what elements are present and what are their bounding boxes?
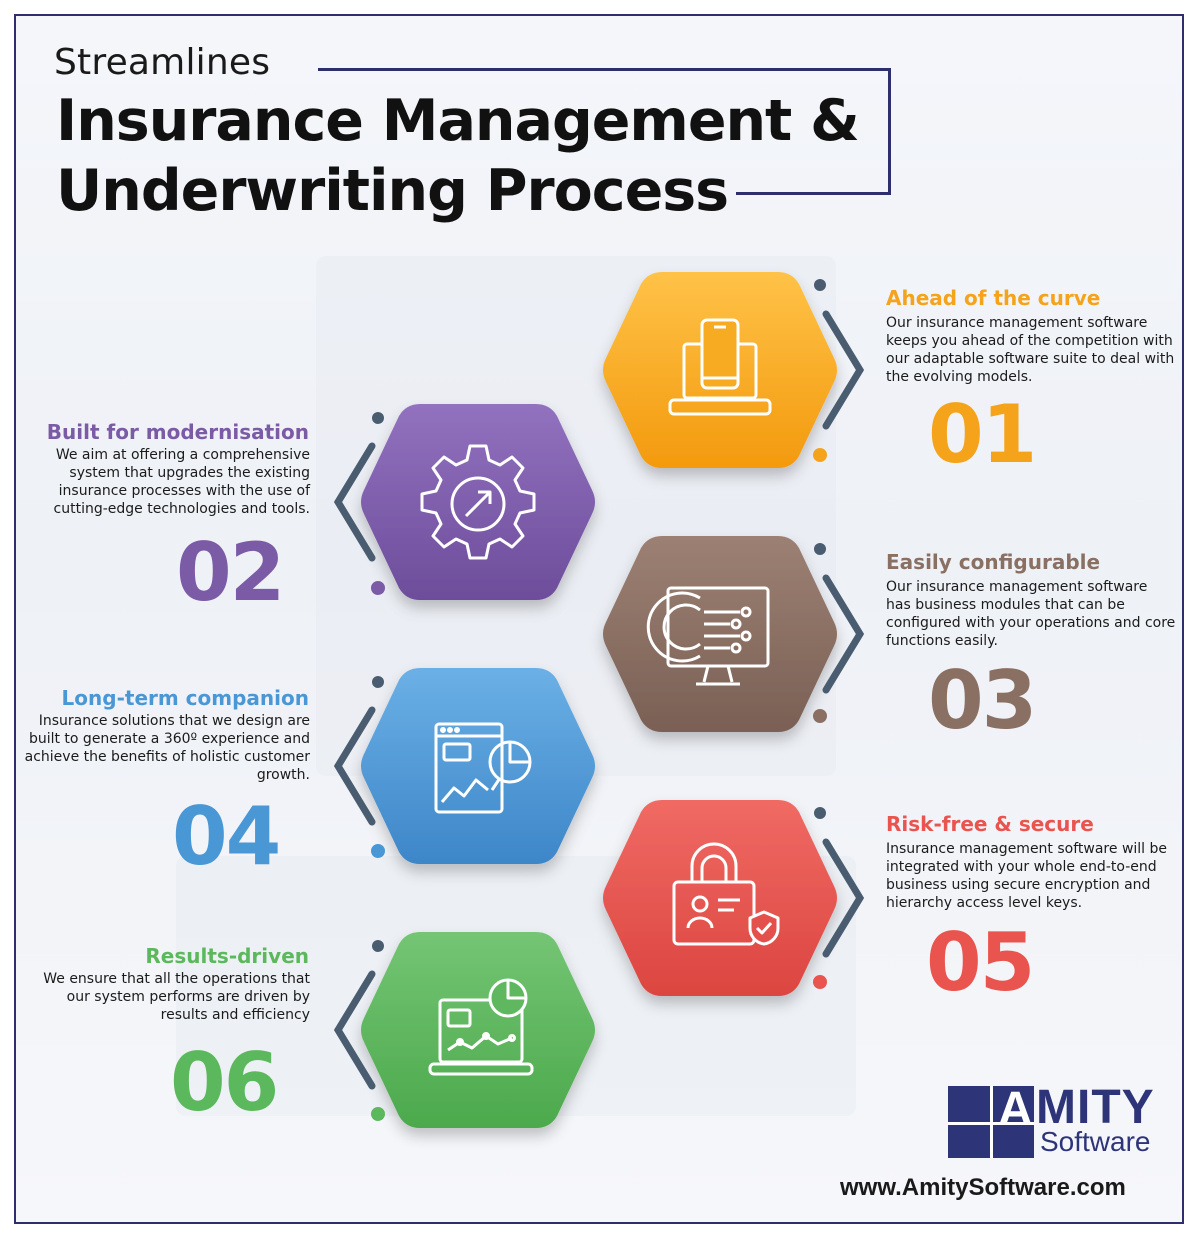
logo-letter-a: A xyxy=(998,1083,1033,1136)
subtitle: Streamlines xyxy=(54,42,271,83)
step-05-text: Insurance management software will be in… xyxy=(886,841,1168,911)
laptop-mobile-icon xyxy=(668,318,772,416)
gear-arrow-icon xyxy=(420,444,536,560)
bracket-06 xyxy=(333,970,376,1090)
logo-name: MITY xyxy=(1036,1081,1155,1134)
bracket-05 xyxy=(822,838,865,958)
step-02-text: We aim at offering a comprehensive syste… xyxy=(53,447,310,517)
hexagon-04-shape xyxy=(361,668,595,864)
step-04-number: 04 xyxy=(172,790,281,883)
step-06-text: We ensure that all the operations that o… xyxy=(43,971,310,1023)
step-05-heading: Risk-free & secure xyxy=(886,812,1094,836)
step-01-heading: Ahead of the curve xyxy=(886,286,1101,310)
bracket-01 xyxy=(822,310,865,430)
page-title-line-1: Insurance Management & xyxy=(56,88,860,154)
step-05-number: 05 xyxy=(926,916,1035,1009)
title-rule-top xyxy=(318,68,890,71)
step-04-text: Insurance solutions that we design are b… xyxy=(24,713,310,783)
bracket-03 xyxy=(822,574,865,694)
padlock-shield-icon xyxy=(672,842,780,946)
bracket-02 xyxy=(333,442,376,562)
logo-subtitle: Software xyxy=(1040,1126,1151,1157)
hexagon-03-shape xyxy=(603,536,837,732)
title-rule-bottom xyxy=(736,192,891,195)
bracket-04 xyxy=(333,706,376,826)
step-02-number: 02 xyxy=(176,526,285,619)
hexagon-05 xyxy=(600,792,840,1004)
step-06-heading: Results-driven xyxy=(145,944,309,968)
step-02-heading: Built for modernisation xyxy=(46,420,309,444)
dashboard-chart-icon xyxy=(428,978,534,1076)
hexagon-03 xyxy=(600,528,840,740)
monitor-circuit-icon xyxy=(646,586,770,686)
step-03-heading: Easily configurable xyxy=(886,550,1101,574)
website-url[interactable]: www.AmitySoftware.com xyxy=(840,1174,1126,1201)
step-01-text: Our insurance management software keeps … xyxy=(886,315,1175,385)
step-03-text: Our insurance management software has bu… xyxy=(886,579,1176,649)
page-title-line-2: Underwriting Process xyxy=(56,158,729,224)
analytics-report-icon xyxy=(434,722,532,814)
title-rule-right xyxy=(888,68,891,194)
hexagon-02 xyxy=(358,396,598,608)
hexagon-06-shape xyxy=(361,932,595,1128)
step-04-heading: Long-term companion xyxy=(61,686,309,710)
step-06-number: 06 xyxy=(170,1036,279,1129)
hexagon-06 xyxy=(358,924,598,1136)
step-01-number: 01 xyxy=(928,388,1037,481)
logo-grid-mark xyxy=(948,1086,1034,1158)
step-03-number: 03 xyxy=(928,654,1037,747)
hexagon-04 xyxy=(358,660,598,872)
hexagon-05-shape xyxy=(603,800,837,996)
hexagon-01 xyxy=(600,264,840,476)
amity-software-logo: A MITY Software xyxy=(948,1081,1158,1158)
